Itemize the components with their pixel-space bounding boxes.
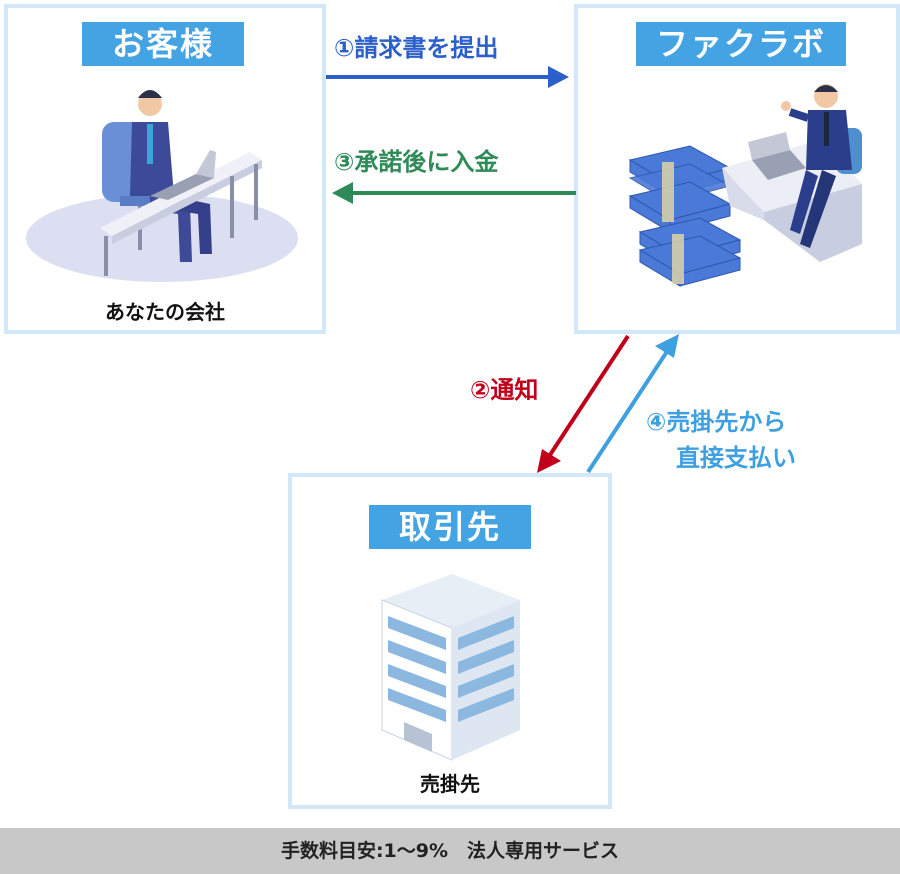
step2-text: ②通知 [470, 376, 539, 404]
customer-label: お客様 [82, 22, 244, 66]
client-caption: 売掛先 [420, 772, 480, 796]
step1-text: ①請求書を提出 [334, 34, 499, 62]
step4-text-line1: ④売掛先から [646, 408, 787, 436]
office-building-icon [381, 574, 520, 761]
step1-arrow [326, 66, 569, 88]
step4-arrow [586, 334, 679, 474]
client-label: 取引先 [369, 505, 531, 549]
step4-text-line2: 直接支払い [676, 444, 796, 472]
customer-caption: あなたの会社 [105, 300, 225, 324]
step2-arrow [537, 334, 630, 473]
step3-text: ③承諾後に入金 [334, 148, 499, 176]
footer-bar: 手数料目安:1～9% 法人専用サービス [0, 828, 900, 874]
factor-label: ファクラボ [636, 22, 846, 66]
step3-arrow [332, 182, 576, 204]
money-stacks-and-operator-icon [628, 84, 862, 287]
businessman-at-desk-icon [26, 90, 298, 282]
